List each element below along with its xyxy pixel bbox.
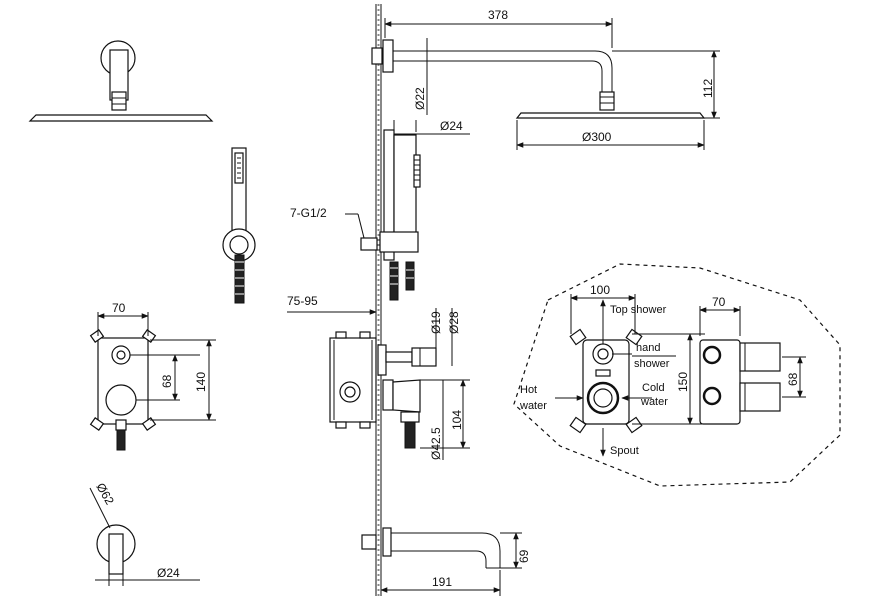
dim-spout-height: 69 [500, 532, 531, 569]
dim-drop-height: 112 [612, 50, 720, 119]
label-cold-1: Cold [642, 382, 665, 394]
detail-dims-front: 100 150 [570, 283, 705, 425]
dim-dia28: Ø28 [447, 311, 461, 334]
shower-head-front [28, 40, 214, 122]
mixer-front-view [89, 329, 157, 451]
detail-dim-150: 150 [676, 372, 690, 392]
hand-shower-holder [379, 129, 421, 301]
detail-side-box [699, 339, 781, 425]
spout-side-view [361, 527, 501, 569]
dim-70-left: 70 [112, 301, 126, 315]
wall [375, 4, 382, 596]
dim-box-width: 70 [97, 301, 149, 336]
dim-box-heights: 68 140 [130, 339, 216, 421]
label-spout: Spout [610, 445, 639, 457]
dim-104: 104 [450, 410, 464, 430]
dim-lever: Ø42.5 104 [420, 379, 470, 460]
detail-dim-68: 68 [786, 372, 800, 386]
dim-wall-depth: 75-95 [287, 294, 377, 315]
dim-dia300: Ø300 [582, 130, 612, 144]
spout-front-view: Ø62 Ø24 [89, 481, 200, 586]
label-hot-1: Hot [520, 384, 537, 396]
label-7-g1-2: 7-G1/2 [290, 206, 327, 220]
dim-holder-dia: Ø24 [393, 119, 470, 135]
detail-dim-100: 100 [590, 283, 610, 297]
dim-dia19: Ø19 [429, 311, 443, 334]
detail-front-box [569, 328, 643, 434]
dim-378: 378 [488, 8, 508, 22]
dim-head-dia: Ø300 [516, 120, 705, 150]
label-hand-1: hand [636, 342, 660, 354]
label-hot-2: water [519, 400, 547, 412]
dim-68-left: 68 [160, 374, 174, 388]
mixer-side-view [329, 331, 437, 449]
dim-dia24-holder: Ø24 [440, 119, 463, 133]
shower-arm-assembly [371, 39, 706, 119]
dim-191: 191 [432, 575, 452, 589]
detail-dims-side: 70 68 [699, 295, 806, 398]
label-top-shower: Top shower [610, 304, 667, 316]
dim-arm-dia: Ø22 [413, 38, 428, 115]
detail-dim-70: 70 [712, 295, 726, 309]
dim-spout-length: 191 [380, 570, 501, 596]
dim-112: 112 [701, 79, 715, 98]
dim-dia62: Ø62 [93, 481, 117, 508]
dim-dia22: Ø22 [413, 87, 427, 110]
dim-69: 69 [517, 549, 531, 563]
detail-labels: Top shower hand shower Hot water Cold wa… [519, 299, 676, 457]
label-hand-2: shower [634, 358, 670, 370]
dim-140: 140 [194, 372, 208, 392]
dim-dia24-spout: Ø24 [157, 566, 180, 580]
dim-thread: 7-G1/2 [290, 206, 378, 251]
dim-dia42-5: Ø42.5 [429, 427, 443, 460]
hand-shower [222, 147, 256, 304]
dim-pipe-dias: Ø19 Ø28 [429, 308, 461, 366]
label-75-95: 75-95 [287, 294, 318, 308]
dim-arm-length: 378 [384, 8, 613, 48]
label-cold-2: water [640, 396, 668, 408]
